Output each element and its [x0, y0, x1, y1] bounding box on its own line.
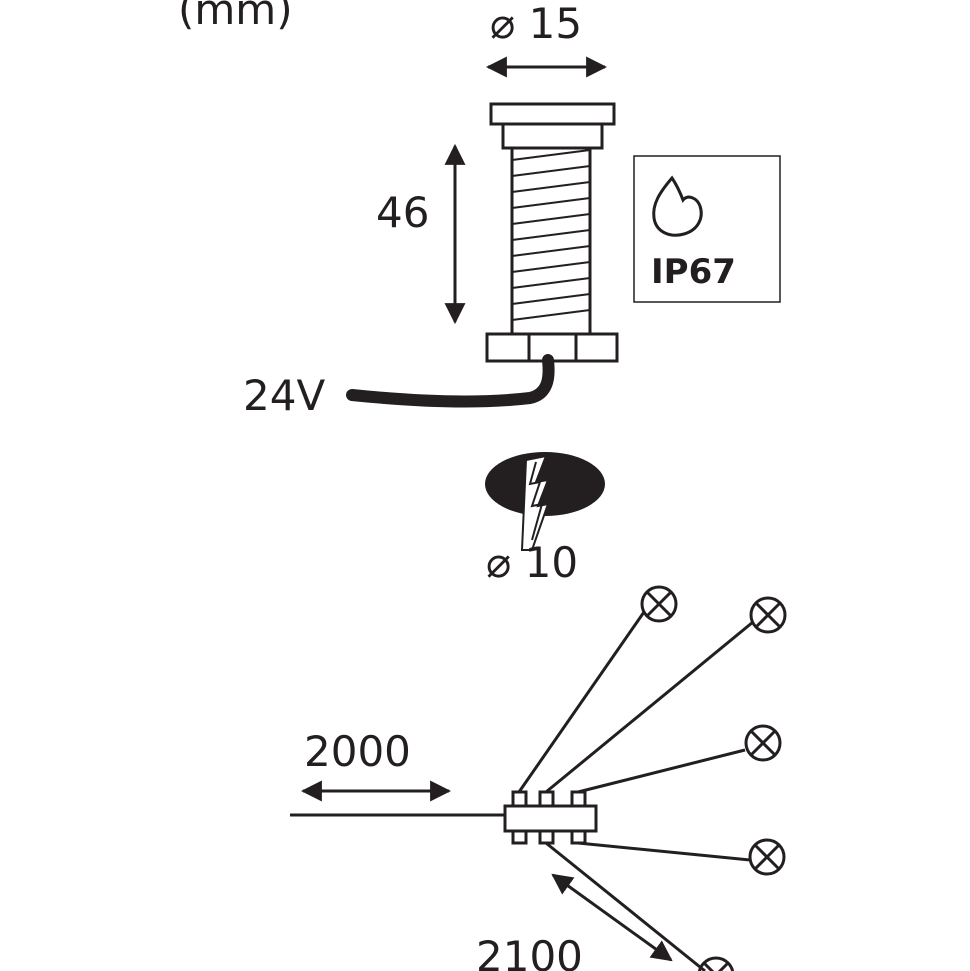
- power-cable: [346, 354, 555, 408]
- diameter-top-label: ⌀ 15: [490, 0, 582, 48]
- lamp-icon: [744, 724, 782, 762]
- distributor-block: [503, 790, 598, 845]
- spotlight-thread: [510, 146, 592, 336]
- feed-length-label: 2000: [304, 727, 411, 776]
- branch-cable-1: [517, 611, 646, 793]
- branch-cable-2: [545, 620, 754, 794]
- branch-length-label: 2100: [476, 932, 583, 971]
- branch-cable-4: [577, 841, 751, 862]
- lamp-icon: [748, 838, 786, 876]
- lamp-icon: [640, 585, 678, 623]
- drill-diameter-label: ⌀ 10: [486, 538, 578, 587]
- water-drop-icon: [652, 175, 703, 237]
- thread-lines: [511, 149, 591, 321]
- units-label: (mm): [178, 0, 293, 34]
- ip-rating-label: IP67: [651, 252, 736, 292]
- voltage-label: 24V: [243, 371, 325, 420]
- ip-rating-box: IP67: [633, 155, 781, 303]
- spotlight-collar: [501, 122, 604, 150]
- height-label: 46: [376, 188, 429, 237]
- spotlight-cap: [489, 102, 616, 126]
- lamp-icon: [749, 596, 787, 634]
- branch-cable-3: [577, 748, 746, 794]
- spotlight-body: [485, 102, 619, 363]
- branch-length-arrow: [551, 873, 673, 962]
- lamp-icon: [697, 956, 735, 971]
- drill-hole-icon: [485, 452, 605, 551]
